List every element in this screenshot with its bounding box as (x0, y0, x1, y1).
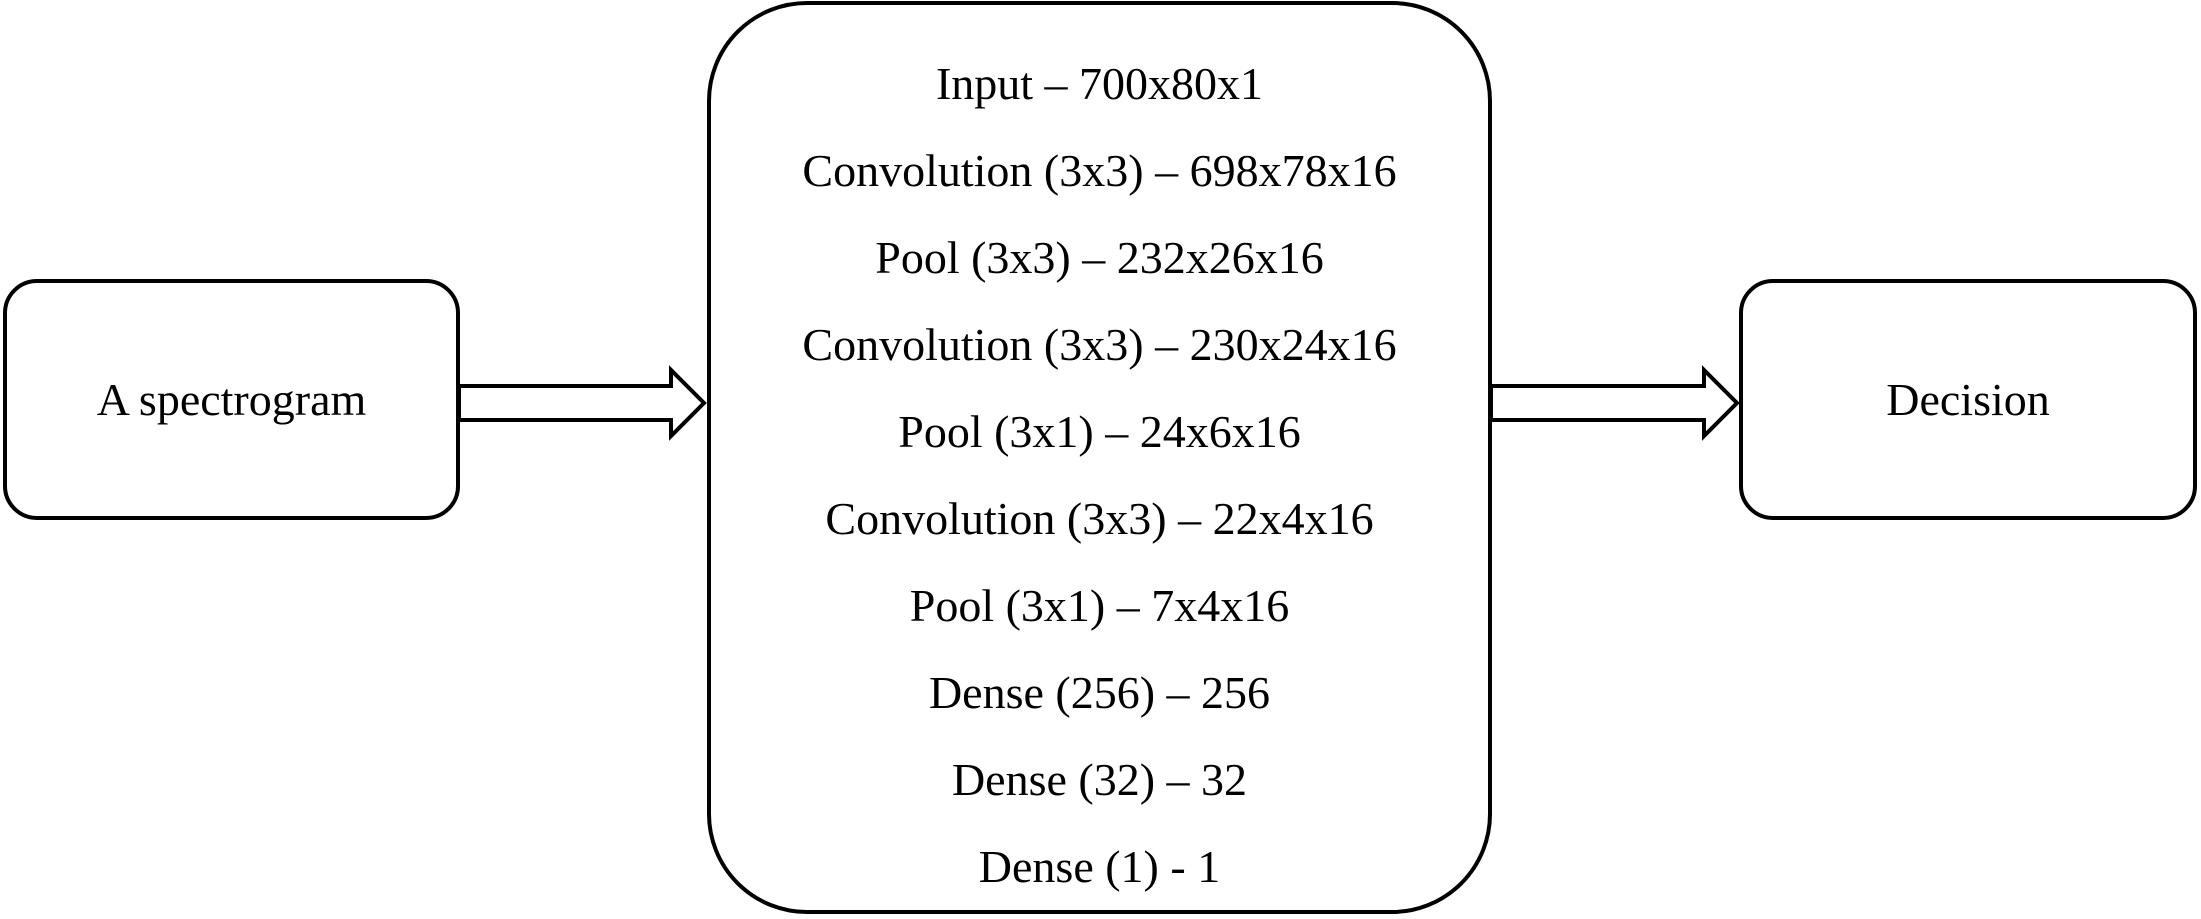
layer-dense-256: Dense (256) – 256 (928, 667, 1271, 718)
input-node-box: A spectrogram (3, 279, 460, 520)
output-node-label: Decision (1886, 373, 2050, 425)
layer-input: Input – 700x80x1 (935, 58, 1264, 109)
layer-dense-1: Dense (1) - 1 (978, 841, 1221, 892)
layer-list: Input – 700x80x1 Convolution (3x3) – 698… (711, 49, 1488, 919)
layer-pool-3: Pool (3x1) – 7x4x16 (909, 580, 1290, 631)
layer-conv-3: Convolution (3x3) – 22x4x16 (825, 493, 1374, 544)
network-layers-box: Input – 700x80x1 Convolution (3x3) – 698… (707, 1, 1492, 914)
arrow-input-to-network (457, 365, 707, 441)
layer-dense-32: Dense (32) – 32 (951, 754, 1248, 805)
input-node-label: A spectrogram (96, 373, 367, 425)
layer-pool-2: Pool (3x1) – 24x6x16 (898, 406, 1301, 457)
layer-pool-1: Pool (3x3) – 232x26x16 (875, 232, 1324, 283)
layer-conv-1: Convolution (3x3) – 698x78x16 (802, 145, 1397, 196)
output-node-box: Decision (1739, 279, 2197, 520)
arrow-network-to-output (1489, 365, 1740, 441)
layer-conv-2: Convolution (3x3) – 230x24x16 (802, 319, 1397, 370)
